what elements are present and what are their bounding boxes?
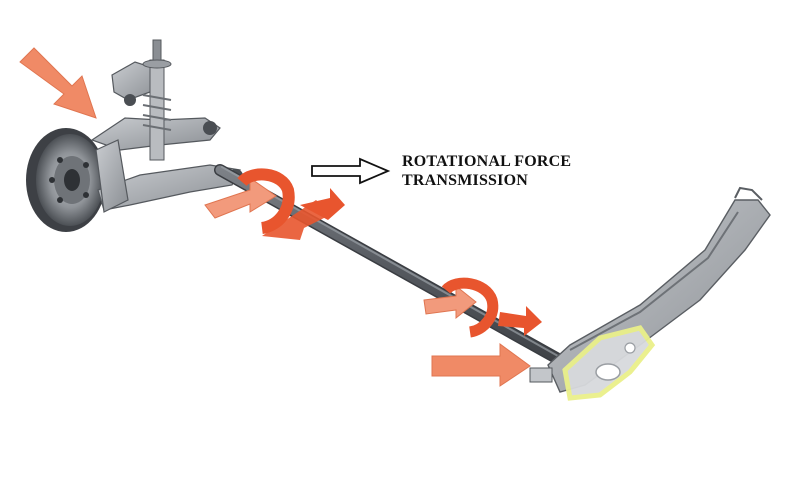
- outline-arrow-icon: [311, 157, 391, 185]
- left-suspension-assembly: [26, 39, 243, 232]
- brake-disc: [26, 128, 106, 232]
- mount-highlight: [562, 325, 656, 401]
- force-arrow-icon: [431, 343, 531, 387]
- rotation-arrow-icon: [423, 277, 542, 338]
- label-line-2: TRANSMISSION: [402, 172, 528, 189]
- label-line-1: ROTATIONAL FORCE: [402, 153, 572, 170]
- right-subframe: [529, 186, 771, 401]
- rotation-arrow-icon: [204, 168, 345, 240]
- coil-shock-absorber: [142, 39, 172, 161]
- force-arrow-icon: [19, 47, 97, 119]
- rotational-force-label: ROTATIONAL FORCE TRANSMISSION: [402, 152, 571, 190]
- knuckle-and-arms: [90, 61, 241, 213]
